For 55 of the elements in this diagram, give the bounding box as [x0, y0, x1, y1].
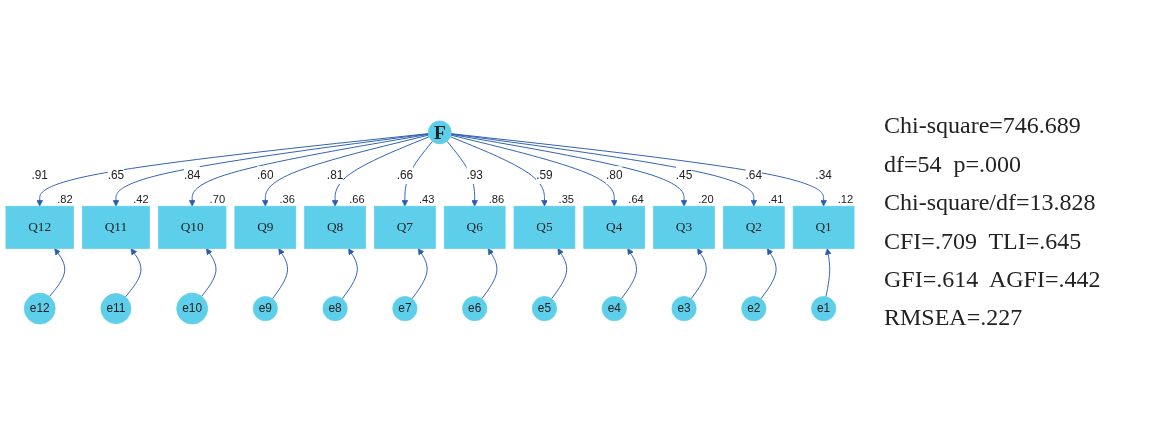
- node-circle: e10: [176, 293, 209, 325]
- node-box: Q12: [5, 206, 74, 250]
- node-box: Q11: [82, 206, 150, 250]
- edge-label: .59: [536, 168, 553, 182]
- fit-statistic: Chi-square=746.689: [884, 111, 1082, 141]
- edge-label: .80: [605, 168, 623, 182]
- edge-label: .81: [326, 168, 344, 182]
- node-circle: e2: [741, 296, 767, 322]
- node-circle: e3: [671, 296, 697, 322]
- node-circle: e5: [531, 296, 557, 322]
- edge-label: .84: [183, 168, 201, 182]
- node-box: Q7: [374, 206, 436, 250]
- node-box: Q6: [443, 206, 506, 250]
- fit-statistic: GFI=.614 AGFI=.442: [884, 264, 1101, 294]
- r-squared-value: .12: [837, 193, 854, 206]
- edge-label: .34: [815, 168, 832, 182]
- fit-statistic: df=54 p=.000: [884, 149, 1023, 179]
- node-circle: e6: [462, 296, 488, 322]
- node-circle: e11: [100, 293, 132, 325]
- r-squared-value: .66: [349, 193, 365, 206]
- edge-label: .64: [745, 168, 763, 182]
- fit-statistic: Chi-square/df=13.828: [884, 188, 1097, 218]
- node-circle: e9: [252, 296, 278, 322]
- r-squared-value: .82: [57, 193, 73, 206]
- node-box: Q4: [583, 206, 646, 250]
- r-squared-value: .35: [558, 193, 575, 206]
- r-squared-value: .41: [767, 193, 784, 206]
- r-squared-value: .64: [628, 193, 644, 206]
- r-squared-value: .42: [133, 193, 149, 206]
- edge-label: .91: [31, 168, 48, 182]
- r-squared-value: .86: [488, 193, 505, 206]
- node-circle: e7: [392, 296, 418, 322]
- node-box: Q1: [792, 206, 855, 250]
- node-box: Q5: [513, 206, 576, 250]
- edge-label: .60: [257, 168, 274, 182]
- node-box: Q8: [304, 206, 366, 250]
- r-squared-value: .43: [419, 193, 435, 206]
- node-circle: e1: [811, 296, 837, 322]
- r-squared-value: .70: [209, 193, 226, 206]
- edge-label: .45: [675, 168, 693, 182]
- node-circle: F: [427, 121, 452, 145]
- node-box: Q2: [723, 206, 785, 250]
- node-circle: e12: [23, 293, 56, 325]
- node-box: Q10: [158, 206, 227, 250]
- fit-statistic: CFI=.709 TLI=.645: [884, 226, 1083, 256]
- fit-statistic: RMSEA=.227: [884, 303, 1024, 333]
- edge-label: .65: [107, 168, 125, 182]
- r-squared-value: .20: [698, 193, 714, 206]
- edge-label: .66: [396, 168, 414, 182]
- node-circle: e8: [322, 296, 348, 322]
- edge-label: .93: [466, 168, 483, 182]
- node-circle: e4: [601, 296, 627, 322]
- node-box: Q3: [653, 206, 715, 250]
- node-box: Q9: [234, 206, 297, 250]
- r-squared-value: .36: [279, 193, 295, 206]
